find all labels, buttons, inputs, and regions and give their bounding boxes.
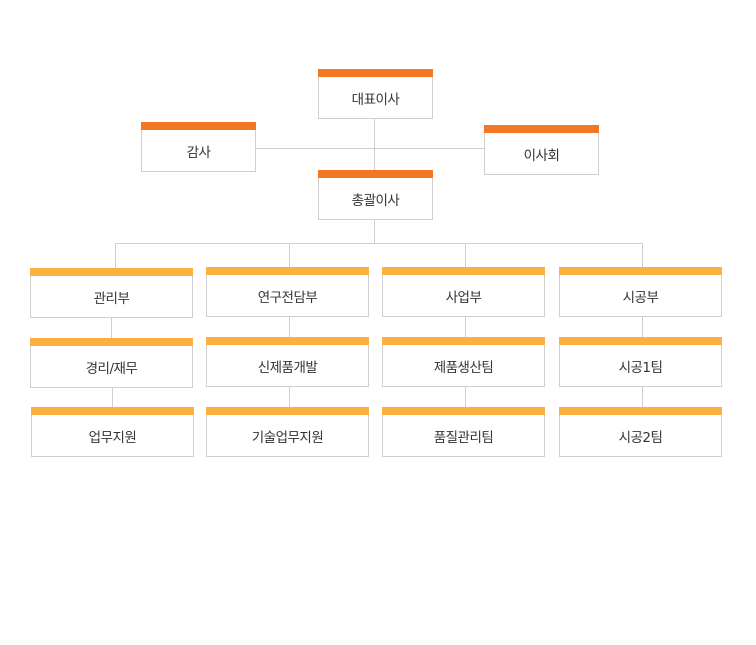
connector-line xyxy=(111,317,112,338)
connector-line xyxy=(642,386,643,407)
node-header-bar xyxy=(484,125,599,133)
node-label: 대표이사 xyxy=(351,91,400,108)
node-header-bar xyxy=(382,407,545,415)
org-node-department: 시공부 xyxy=(559,267,722,317)
node-label: 시공부 xyxy=(622,289,659,306)
node-header-bar xyxy=(206,267,369,275)
node-header-bar xyxy=(382,267,545,275)
connector-line xyxy=(465,386,466,407)
connector-line xyxy=(112,387,113,407)
connector-line xyxy=(115,243,116,268)
org-node-department: 연구전담부 xyxy=(206,267,369,317)
node-label: 사업부 xyxy=(445,289,482,306)
node-header-bar xyxy=(559,267,722,275)
node-header-bar xyxy=(318,170,433,178)
connector-line xyxy=(642,243,643,267)
node-label: 제품생산팀 xyxy=(433,359,494,376)
connector-line xyxy=(115,243,643,244)
org-node-team: 시공1팀 xyxy=(559,337,722,387)
node-label: 신제품개발 xyxy=(257,359,318,376)
node-label: 연구전담부 xyxy=(257,289,318,306)
org-node-team: 경리/재무 xyxy=(30,338,193,388)
org-node-team: 기술업무지원 xyxy=(206,407,369,457)
org-node-team: 제품생산팀 xyxy=(382,337,545,387)
connector-line xyxy=(465,243,466,267)
node-header-bar xyxy=(141,122,256,130)
org-node-department: 관리부 xyxy=(30,268,193,318)
connector-line xyxy=(289,243,290,267)
node-header-bar xyxy=(30,268,193,276)
node-header-bar xyxy=(31,407,194,415)
connector-line xyxy=(289,386,290,407)
node-header-bar xyxy=(206,337,369,345)
node-header-bar xyxy=(382,337,545,345)
org-node-general-director: 총괄이사 xyxy=(318,170,433,220)
node-label: 감사 xyxy=(186,144,211,161)
org-node-department: 사업부 xyxy=(382,267,545,317)
org-node-ceo: 대표이사 xyxy=(318,69,433,119)
node-header-bar xyxy=(30,338,193,346)
org-node-team: 시공2팀 xyxy=(559,407,722,457)
connector-line xyxy=(255,148,484,149)
node-label: 경리/재무 xyxy=(85,360,138,377)
connector-line xyxy=(465,316,466,337)
node-label: 이사회 xyxy=(523,147,560,164)
node-header-bar xyxy=(318,69,433,77)
node-label: 총괄이사 xyxy=(351,192,400,209)
node-label: 업무지원 xyxy=(88,429,137,446)
node-label: 기술업무지원 xyxy=(251,429,324,446)
node-header-bar xyxy=(206,407,369,415)
node-label: 관리부 xyxy=(93,290,130,307)
node-header-bar xyxy=(559,337,722,345)
connector-line xyxy=(289,316,290,337)
node-label: 시공1팀 xyxy=(618,359,663,376)
node-header-bar xyxy=(559,407,722,415)
connector-line xyxy=(374,118,375,170)
connector-line xyxy=(642,316,643,337)
org-node-board: 이사회 xyxy=(484,125,599,175)
org-node-team: 신제품개발 xyxy=(206,337,369,387)
org-node-team: 업무지원 xyxy=(31,407,194,457)
connector-line xyxy=(374,219,375,243)
org-node-team: 품질관리팀 xyxy=(382,407,545,457)
org-node-auditor: 감사 xyxy=(141,122,256,172)
node-label: 시공2팀 xyxy=(618,429,663,446)
node-label: 품질관리팀 xyxy=(433,429,494,446)
